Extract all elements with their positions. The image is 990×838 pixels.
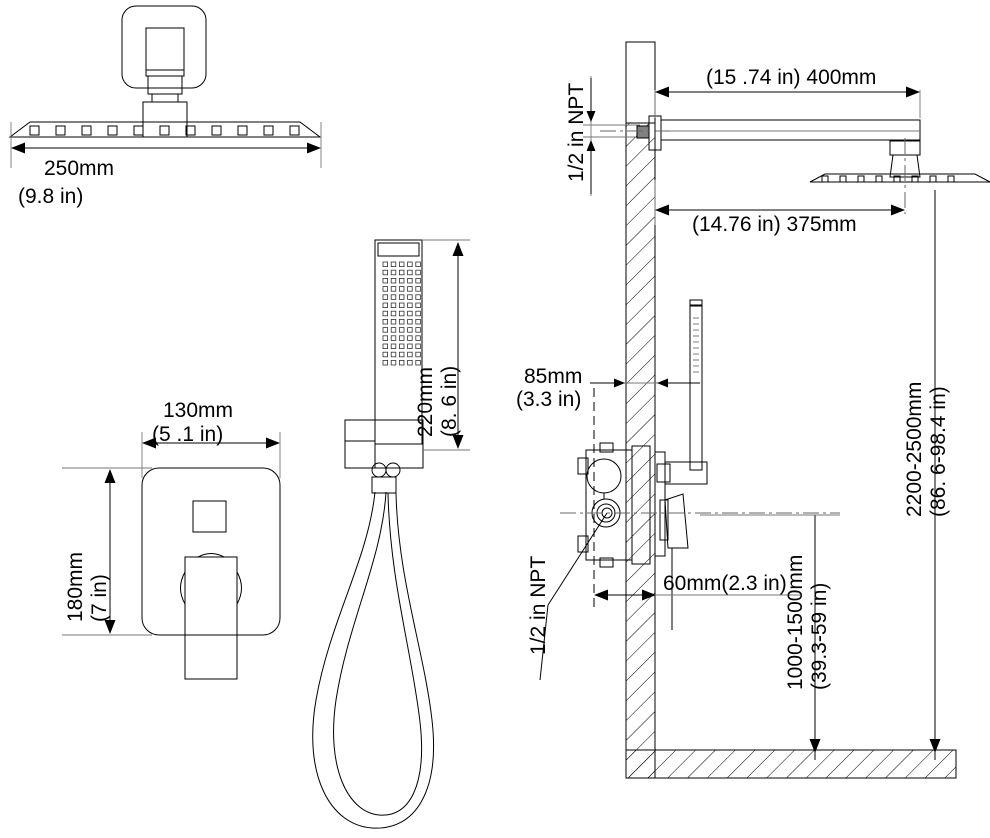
npt-valve-leader-tail	[539, 604, 549, 681]
rain-head-nozzles	[29, 125, 300, 136]
valve-offset-top-in-label: (3.3 in)	[516, 388, 581, 411]
handheld-hose-inner	[333, 491, 423, 816]
rain-head-swivel-barrel	[142, 101, 188, 138]
valve-offset-top-mm-label: 85mm	[524, 365, 582, 388]
valve-height-mm-label: 1000-1500mm	[784, 555, 807, 690]
rain-head-ball-joint	[889, 154, 921, 178]
trim-plate-diverter-button	[192, 500, 227, 533]
valve-cartridge-bore	[586, 458, 622, 494]
valve-port-bottom	[599, 557, 614, 568]
handheld-hose-fitting-b	[385, 462, 401, 478]
rain-head-collar-a	[145, 69, 185, 77]
valve-port-top	[599, 442, 614, 453]
valve-diverter-arm	[664, 461, 708, 485]
floor-section-hatched	[625, 749, 957, 779]
head-height-in-label: (86. 6-98.4 in)	[927, 386, 950, 517]
handheld-faceplate-top	[377, 242, 420, 257]
shower-arm-tube	[660, 119, 921, 141]
handheld-riser-nozzles	[693, 317, 699, 373]
handheld-wall-riser	[689, 304, 703, 471]
view-trim-plate	[62, 432, 281, 680]
view-handheld	[312, 239, 470, 829]
valve-diverter-collar	[656, 463, 671, 483]
rain-head-mount-plate	[121, 5, 207, 89]
handheld-nozzle-matrix	[382, 261, 421, 366]
head-height-mm-label: 2200-2500mm	[903, 382, 926, 517]
trim-width-in-label: (5 .1 in)	[152, 423, 223, 446]
valve-height-in-label: (39.3-59 in)	[808, 583, 831, 690]
handheld-hose-outer	[312, 491, 434, 829]
valve-handle-hub	[659, 499, 669, 541]
valve-port-bottom-left	[577, 535, 589, 553]
valve-npt-label: 1/2 in NPT	[527, 556, 550, 655]
trim-plate-pivot-right	[236, 571, 242, 605]
handheld-hose-fitting-a	[371, 462, 387, 478]
trim-plate-handle-cap	[197, 553, 225, 558]
rain-head-neck	[151, 93, 179, 103]
handheld-holder-flange	[344, 440, 376, 469]
npt-valve-leader	[547, 512, 608, 606]
trim-height-mm-label: 180mm	[64, 552, 87, 622]
trim-plate-body	[141, 467, 281, 636]
wall-top-segment	[625, 41, 656, 124]
arm-inlet-npt-nipple	[636, 125, 650, 139]
handheld-riser-cap	[689, 299, 703, 307]
valve-mounting-plate	[631, 445, 651, 565]
rain-head-width-mm-label: 250mm	[44, 157, 114, 180]
installed-rain-head-nozzles	[821, 175, 955, 183]
trim-height-in-label: (7 in)	[88, 574, 111, 622]
valve-handle-lever	[664, 493, 689, 549]
arm-npt-label: 1/2 in NPT	[565, 83, 588, 182]
rain-head-mount-inner	[145, 27, 185, 71]
valve-offset-bottom-label: 60mm(2.3 in)	[663, 572, 787, 595]
rain-head-width-in-label: (9.8 in)	[18, 185, 83, 208]
view-installation	[539, 41, 990, 779]
arm-length-label: (15 .74 in) 400mm	[706, 66, 876, 89]
valve-port-top-left	[577, 457, 589, 475]
view-rain-head	[8, 5, 322, 168]
handheld-hose-nut	[371, 476, 397, 494]
rain-head-collar-b	[147, 75, 183, 95]
head-center-label: (14.76 in) 375mm	[692, 213, 857, 236]
handheld-wand-body	[374, 239, 423, 445]
trim-width-mm-label: 130mm	[163, 399, 233, 422]
handheld-length-mm-label: 220mm	[414, 367, 437, 437]
handheld-length-in-label: (8. 6 in)	[438, 366, 461, 437]
trim-plate-pivot-left	[180, 571, 186, 605]
trim-plate-handle	[184, 556, 238, 680]
